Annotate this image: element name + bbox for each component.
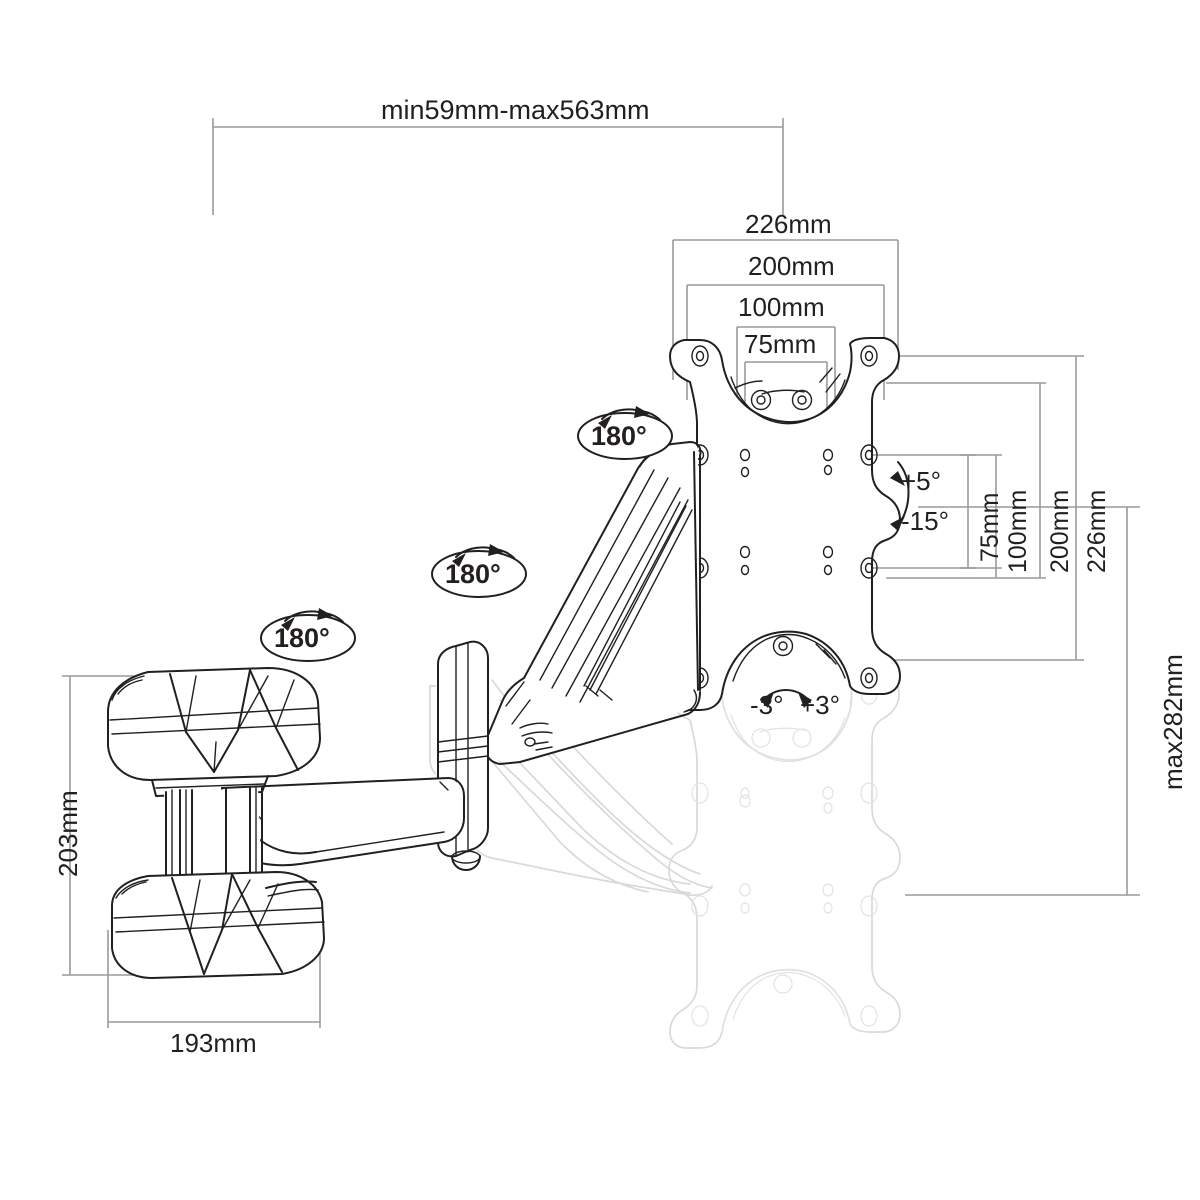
tilt-arc-indicator bbox=[890, 461, 910, 531]
rotation-badge-label-vesa: 180° bbox=[591, 421, 647, 451]
swivel-arc-indicator bbox=[760, 689, 812, 708]
vesa-plate bbox=[668, 337, 901, 711]
dimension-max-height bbox=[905, 506, 1140, 896]
rotation-badge-label-mid-arm: 180° bbox=[445, 559, 501, 589]
dimension-label-base-width: 193mm bbox=[170, 1028, 257, 1058]
rotation-badge-mid-arm bbox=[431, 544, 527, 598]
dimension-label-vesa-v-75: 75mm bbox=[976, 492, 1004, 562]
dimension-label-max-height: max282mm bbox=[1158, 654, 1188, 790]
rotation-badge-vesa bbox=[577, 406, 673, 460]
angle-label-tilt-down: -15° bbox=[901, 506, 949, 536]
upper-arm bbox=[483, 441, 702, 765]
angle-label-swivel-left: -3° bbox=[750, 690, 784, 720]
vesa-plate-ghost bbox=[668, 675, 901, 1049]
dimension-label-vesa-h-200: 200mm bbox=[748, 251, 835, 281]
rotation-badge-label-base: 180° bbox=[274, 623, 330, 653]
dimension-label-vesa-v-200: 200mm bbox=[1046, 489, 1074, 573]
dimension-label-vesa-h-226: 226mm bbox=[745, 209, 832, 239]
dimension-extension-range bbox=[212, 118, 784, 215]
wall-mount-base bbox=[107, 667, 325, 979]
dimension-label-vesa-v-100: 100mm bbox=[1004, 489, 1032, 573]
dimension-label-vesa-h-75: 75mm bbox=[744, 329, 817, 359]
rotation-badge-base bbox=[260, 608, 356, 662]
dimension-label-extension-range: min59mm-max563mm bbox=[381, 95, 650, 125]
dimension-label-base-height: 203mm bbox=[53, 790, 83, 877]
angle-label-tilt-up: +5° bbox=[901, 466, 942, 496]
dimension-label-vesa-v-226: 226mm bbox=[1083, 489, 1111, 573]
angle-label-swivel-right: +3° bbox=[800, 690, 841, 720]
dimension-label-vesa-h-100: 100mm bbox=[738, 292, 825, 322]
